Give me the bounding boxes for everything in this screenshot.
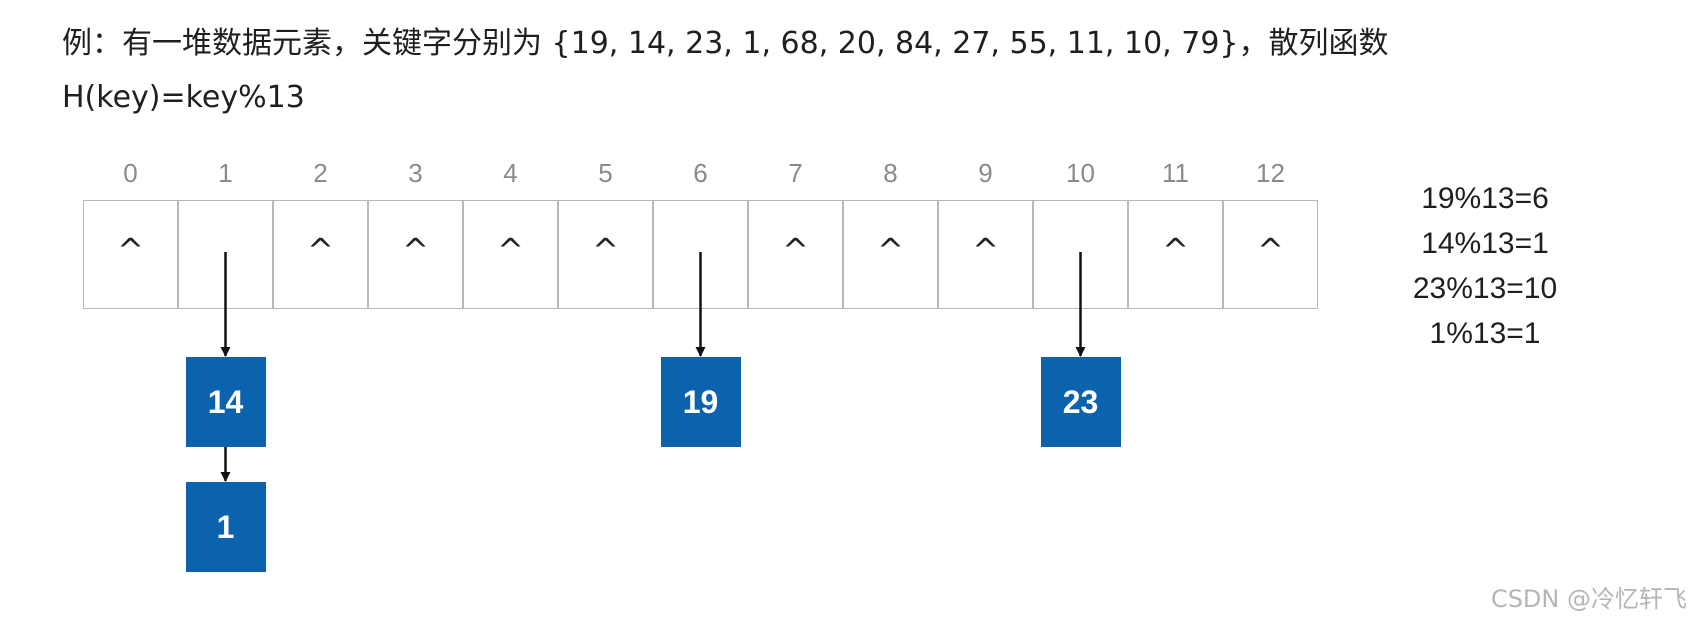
null-pointer-mark: ^ <box>877 231 904 269</box>
null-pointer-mark: ^ <box>1257 231 1284 269</box>
table-slot-12: ^ <box>1223 200 1318 309</box>
slot-index-3: 3 <box>408 158 423 188</box>
slot-index-4: 4 <box>503 158 518 188</box>
table-slot-9: ^ <box>938 200 1033 309</box>
slot-index-2: 2 <box>313 158 328 188</box>
slot-index-7: 7 <box>788 158 803 188</box>
table-slot-4: ^ <box>463 200 558 309</box>
slot-index-6: 6 <box>693 158 708 188</box>
slot-index-12: 12 <box>1256 158 1285 188</box>
slot-index-8: 8 <box>883 158 898 188</box>
watermark: CSDN @冷忆轩飞 <box>1490 585 1687 613</box>
null-pointer-mark: ^ <box>782 231 809 269</box>
table-slot-2: ^ <box>273 200 368 309</box>
table-slot-7: ^ <box>748 200 843 309</box>
chain-node-23: 23 <box>1040 357 1121 447</box>
problem-statement-line-1: 例：有一堆数据元素，关键字分别为 {19, 14, 23, 1, 68, 20,… <box>62 26 1389 61</box>
calculation-line: 14%13=1 <box>1421 227 1549 260</box>
hash-function: H(key)=key%13 <box>62 80 305 115</box>
calculation-line: 23%13=10 <box>1412 272 1558 305</box>
slot-index-5: 5 <box>598 158 613 188</box>
null-pointer-mark: ^ <box>972 231 999 269</box>
chain-node-14: 14 <box>185 357 266 447</box>
null-pointer-mark: ^ <box>592 231 619 269</box>
slot-index-9: 9 <box>978 158 993 188</box>
table-slot-11: ^ <box>1128 200 1223 309</box>
null-pointer-mark: ^ <box>497 231 524 269</box>
table-slot-8: ^ <box>843 200 938 309</box>
chain-node-1: 1 <box>185 482 266 572</box>
null-pointer-mark: ^ <box>1162 231 1189 269</box>
null-pointer-mark: ^ <box>117 231 144 269</box>
null-pointer-mark: ^ <box>307 231 334 269</box>
calculation-line: 19%13=6 <box>1421 182 1549 215</box>
calculation-line: 1%13=1 <box>1429 317 1541 350</box>
table-slot-5: ^ <box>558 200 653 309</box>
slot-index-0: 0 <box>123 158 138 188</box>
null-pointer-mark: ^ <box>402 231 429 269</box>
slot-index-10: 10 <box>1066 158 1095 188</box>
chain-node-19: 19 <box>660 357 741 447</box>
table-slot-3: ^ <box>368 200 463 309</box>
slot-index-11: 11 <box>1162 158 1189 188</box>
table-slot-0: ^ <box>83 200 178 309</box>
slot-index-1: 1 <box>218 158 233 188</box>
